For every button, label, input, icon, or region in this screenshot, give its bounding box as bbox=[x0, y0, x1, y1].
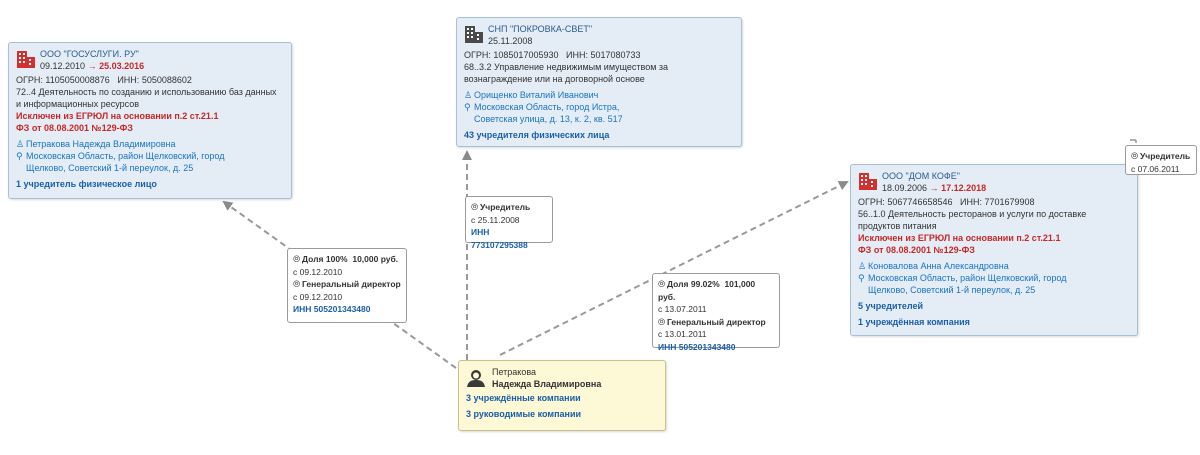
edge-inn[interactable]: ИНН 505201343480 bbox=[658, 341, 736, 352]
company-name[interactable]: СНП "ПОКРОВКА-СВЕТ" bbox=[488, 24, 593, 34]
role-badge-icon: ⦾ bbox=[658, 316, 666, 327]
role-badge-icon: ⦾ bbox=[1131, 151, 1139, 161]
building-icon bbox=[465, 26, 483, 43]
company-founders-link[interactable]: 43 учредителя физических лица bbox=[464, 130, 610, 140]
company-ids: ОГРН: 1085017005930 ИНН: 5017080733 bbox=[464, 50, 641, 60]
role-badge-icon: ⦾ bbox=[293, 254, 301, 264]
person-founded-link[interactable]: 3 учреждённые компании bbox=[466, 393, 581, 403]
role-since: с 25.11.2008 bbox=[471, 214, 520, 225]
director-icon: ♙ bbox=[858, 261, 867, 271]
company-excluded-law: ФЗ от 08.08.2001 №129-ФЗ bbox=[858, 245, 975, 255]
company-founded-link[interactable]: 1 учреждённая компания bbox=[858, 317, 970, 327]
role-since: с 07.06.2011 bbox=[1131, 163, 1180, 174]
company-name[interactable]: ООО "ГОСУСЛУГИ. РУ" bbox=[40, 49, 139, 59]
company-address[interactable]: ⚲Московская Область, район Щелковский, г… bbox=[16, 151, 225, 173]
company-dates: 25.11.2008 bbox=[488, 36, 533, 46]
company-card-pokrovka[interactable]: СНП "ПОКРОВКА-СВЕТ" 25.11.2008 ОГРН: 108… bbox=[456, 17, 742, 147]
person-icon bbox=[467, 370, 485, 387]
edge-inn[interactable]: ИНН 773107295388 bbox=[471, 227, 528, 250]
company-activity: 72..4 Деятельность по созданию и использ… bbox=[16, 87, 277, 109]
director-icon: ♙ bbox=[464, 90, 473, 100]
building-icon bbox=[17, 51, 35, 68]
role-since: с 09.12.2010 bbox=[293, 291, 343, 302]
company-excluded-law: ФЗ от 08.08.2001 №129-ФЗ bbox=[16, 123, 133, 133]
role-row: ⦾Учредитель bbox=[1131, 151, 1191, 161]
edge-to-domkofe bbox=[499, 181, 849, 356]
edge-label-domkofe[interactable]: ⦾Доля 99.02% 101,000 руб. с 13.07.2011 ⦾… bbox=[652, 273, 780, 352]
role-row: ⦾Генеральный директор bbox=[658, 316, 766, 327]
company-activity: 68..3.2 Управление недвижимым имуществом… bbox=[464, 62, 669, 84]
role-row: ⦾Учредитель bbox=[471, 202, 531, 212]
company-dates: 09.12.2010 → 25.03.2016 bbox=[40, 61, 145, 71]
edge-label-gosuslugi[interactable]: ⦾Доля 100% 10,000 руб. с 09.12.2010 ⦾Ген… bbox=[287, 248, 407, 323]
location-pin-icon: ⚲ bbox=[858, 273, 865, 283]
company-director[interactable]: ♙Орищенко Виталий Иванович bbox=[464, 90, 599, 100]
role-badge-icon: ⦾ bbox=[471, 202, 479, 212]
company-excluded: Исключен из ЕГРЮЛ на основании п.2 ст.21… bbox=[858, 233, 1061, 243]
person-surname[interactable]: Петракова bbox=[492, 367, 537, 377]
company-activity: 56..1.0 Деятельность ресторанов и услуги… bbox=[858, 209, 1087, 231]
company-ids: ОГРН: 5067746658546 ИНН: 7701679908 bbox=[858, 197, 1035, 207]
company-address[interactable]: ⚲Московская Область, город Истра, Советс… bbox=[464, 102, 623, 124]
company-excluded: Исключен из ЕГРЮЛ на основании п.2 ст.21… bbox=[16, 111, 219, 121]
company-address[interactable]: ⚲Московская Область, район Щелковский, г… bbox=[858, 273, 1067, 295]
share-row: ⦾Доля 100% 10,000 руб. bbox=[293, 254, 399, 264]
company-card-domkofe[interactable]: ООО "ДОМ КОФЕ" 18.09.2006 → 17.12.2018 О… bbox=[850, 164, 1138, 336]
location-pin-icon: ⚲ bbox=[464, 102, 471, 112]
edge-label-domkofe-outer[interactable]: ⦾Учредитель с 07.06.2011 bbox=[1125, 145, 1197, 175]
building-icon bbox=[859, 173, 877, 190]
person-card[interactable]: Петракова Надежда Владимировна 3 учреждё… bbox=[458, 360, 666, 431]
company-dates: 18.09.2006 → 17.12.2018 bbox=[882, 183, 987, 193]
company-director[interactable]: ♙Петракова Надежда Владимировна bbox=[16, 139, 176, 149]
company-founders-link[interactable]: 5 учредителей bbox=[858, 301, 924, 311]
role-badge-icon: ⦾ bbox=[658, 279, 666, 289]
company-card-gosuslugi[interactable]: ООО "ГОСУСЛУГИ. РУ" 09.12.2010 → 25.03.2… bbox=[8, 42, 292, 199]
role-badge-icon: ⦾ bbox=[293, 279, 301, 289]
role-row: ⦾Генеральный директор bbox=[293, 279, 401, 289]
edge-inn[interactable]: ИНН 505201343480 bbox=[293, 304, 371, 314]
share-since: с 13.07.2011 bbox=[658, 304, 707, 314]
company-ids: ОГРН: 1105050008876 ИНН: 5050088602 bbox=[16, 75, 192, 85]
company-name[interactable]: ООО "ДОМ КОФЕ" bbox=[882, 171, 960, 181]
company-founders-link[interactable]: 1 учредитель физическое лицо bbox=[16, 179, 157, 189]
company-director[interactable]: ♙Коновалова Анна Александровна bbox=[858, 261, 1009, 271]
share-since: с 09.12.2010 bbox=[293, 266, 343, 277]
role-since: с 13.01.2011 bbox=[658, 329, 707, 339]
director-icon: ♙ bbox=[16, 139, 25, 149]
person-managed-link[interactable]: 3 руководимые компании bbox=[466, 409, 582, 419]
edge-label-pokrovka[interactable]: ⦾Учредитель с 25.11.2008 ИНН 77310729538… bbox=[465, 196, 553, 250]
person-given-name[interactable]: Надежда Владимировна bbox=[492, 379, 602, 389]
share-row: ⦾Доля 99.02% 101,000 руб. bbox=[658, 279, 756, 302]
location-pin-icon: ⚲ bbox=[16, 151, 23, 161]
